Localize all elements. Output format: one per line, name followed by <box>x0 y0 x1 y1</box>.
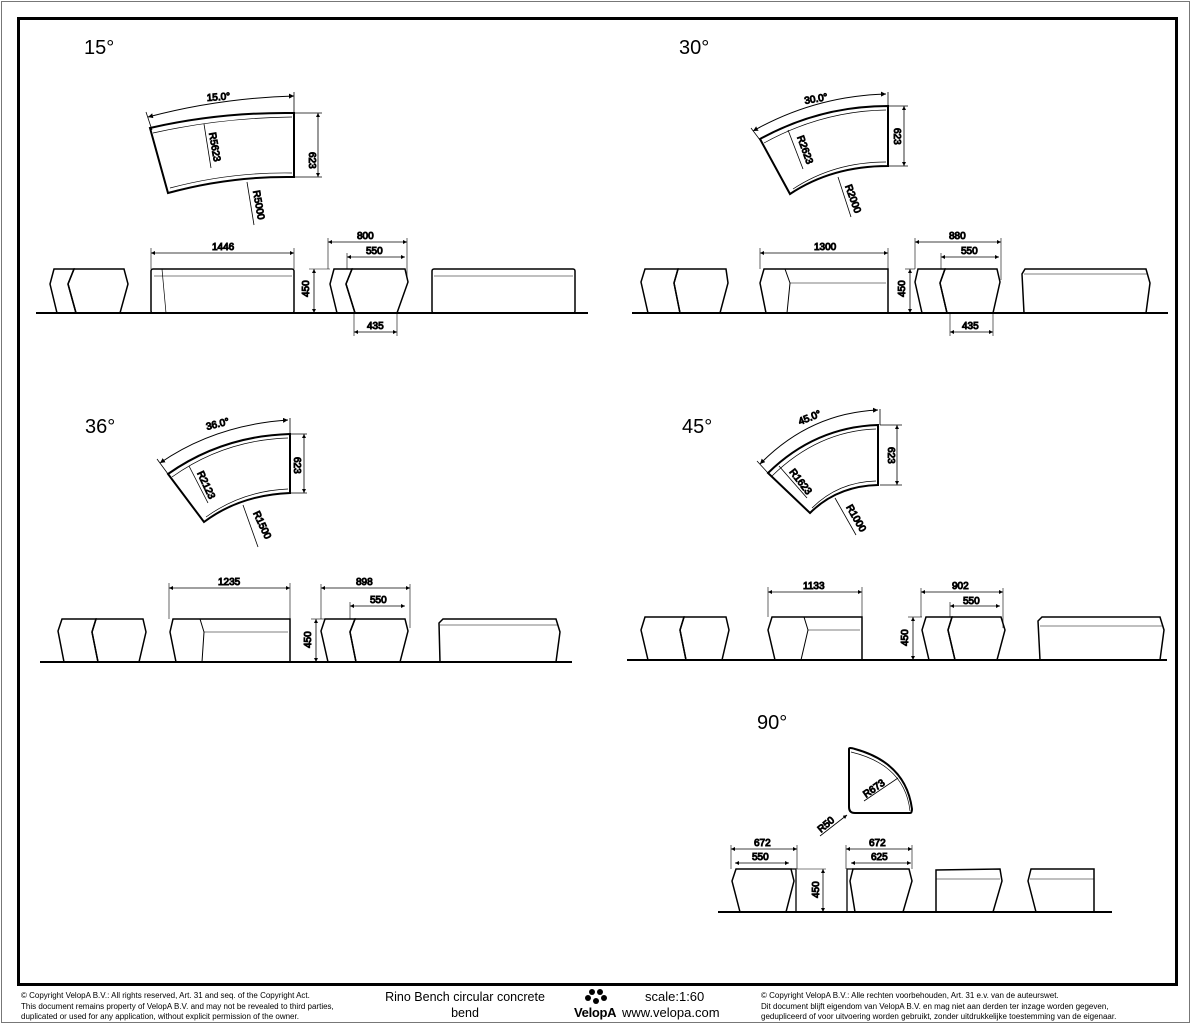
scale-label: scale:1:60 <box>645 989 705 1004</box>
depth-label-15: 623 <box>306 152 317 169</box>
velopa-logo-text: VelopA <box>574 1005 617 1020</box>
elevation-15 <box>36 238 588 336</box>
top-width-label-15: 800 <box>357 231 374 242</box>
top-width-label-30: 880 <box>949 231 966 242</box>
plan-view-45 <box>756 407 902 536</box>
velopa-logo-icon <box>585 989 607 1004</box>
angle-heading-15: 15° <box>84 37 115 59</box>
elevation-45 <box>627 587 1167 661</box>
seat-width-label-45: 550 <box>963 596 980 607</box>
height-label-90: 450 <box>811 881 822 898</box>
outer-radius-15: R5623 <box>206 132 222 163</box>
outer-radius-90: R673 <box>861 777 887 800</box>
height-label-36: 450 <box>303 631 314 648</box>
seat-width-label-36: 550 <box>370 595 387 606</box>
depth-label-36: 623 <box>291 457 302 474</box>
length-label-30: 1300 <box>814 242 837 253</box>
depth-label-30: 623 <box>891 128 902 145</box>
length-label-45: 1133 <box>803 581 825 592</box>
drawing-frame <box>17 17 1178 986</box>
top-width-label-36: 898 <box>356 577 373 588</box>
inner-radius-36: R1500 <box>250 510 273 542</box>
seat-width-label-15: 550 <box>366 246 383 257</box>
outer-radius-36: R2123 <box>194 470 217 502</box>
elevation-30 <box>632 238 1168 336</box>
plan-view-15 <box>145 92 322 226</box>
width-b-label-90: 672 <box>869 838 886 849</box>
angle-heading-45: 45° <box>682 416 713 438</box>
base-width-label-15: 435 <box>367 321 384 332</box>
arc-label-45: 45.0° <box>797 409 823 428</box>
plan-view-30 <box>750 91 908 218</box>
depth-label-45: 623 <box>885 447 896 464</box>
height-label-30: 450 <box>897 280 908 297</box>
angle-heading-36: 36° <box>85 416 116 438</box>
length-label-15: 1446 <box>212 242 235 253</box>
width-a-label-90: 672 <box>754 838 771 849</box>
length-label-36: 1235 <box>218 577 241 588</box>
copyright-en: © Copyright VelopA B.V.: All rights rese… <box>21 991 334 1021</box>
height-label-45: 450 <box>900 629 911 646</box>
website-link[interactable]: www.velopa.com <box>622 1005 720 1020</box>
base-width-label-30: 435 <box>962 321 979 332</box>
seat-a-label-90: 550 <box>752 852 769 863</box>
angle-heading-30: 30° <box>679 37 710 59</box>
seat-b-label-90: 625 <box>871 852 888 863</box>
drawing-title: Rino Bench circular concrete bend <box>385 990 545 1020</box>
outer-radius-45: R1623 <box>787 467 814 497</box>
outer-radius-30: R2623 <box>794 134 815 166</box>
arc-label-15: 15.0° <box>206 91 230 104</box>
elevation-90 <box>718 845 1112 913</box>
seat-width-label-30: 550 <box>961 246 978 257</box>
copyright-nl: © Copyright VelopA B.V.: Alle rechten vo… <box>761 991 1117 1021</box>
height-label-15: 450 <box>301 280 312 297</box>
plan-view-36 <box>156 417 307 548</box>
angle-heading-90: 90° <box>757 712 788 734</box>
elevation-36 <box>40 583 572 663</box>
arc-label-30: 30.0° <box>804 92 829 107</box>
plan-view-90 <box>819 747 914 837</box>
top-width-label-45: 902 <box>952 581 969 592</box>
corner-radius-90: R50 <box>816 815 837 836</box>
